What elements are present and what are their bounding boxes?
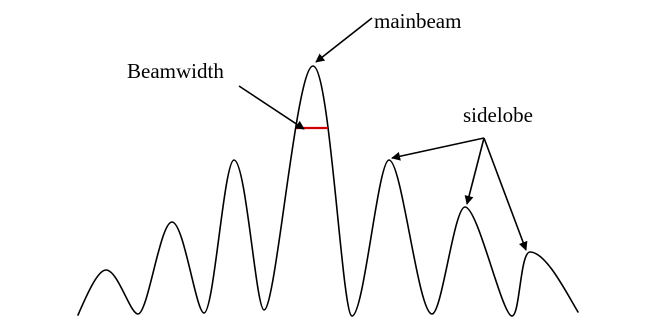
mainbeam-arrow [315,17,373,63]
sidelobe-arrow-2 [464,137,485,205]
mainbeam-label: mainbeam [374,9,461,33]
radiation-pattern-curve [77,65,579,317]
sidelobe-label: sidelobe [463,103,533,127]
beamwidth-arrow [238,85,305,130]
sidelobe-arrow-3 [483,137,528,251]
sidelobe-arrow-1 [391,137,485,161]
beamwidth-label: Beamwidth [127,59,224,83]
